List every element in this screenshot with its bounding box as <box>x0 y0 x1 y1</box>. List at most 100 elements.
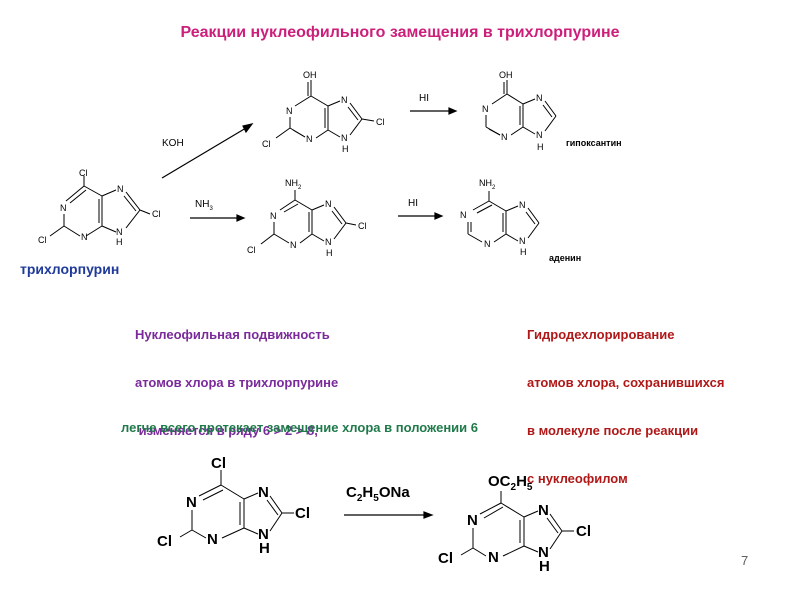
atom-n: N <box>484 239 491 249</box>
atom-n: N <box>460 210 467 220</box>
atom-n: N <box>116 227 123 237</box>
atom-cl: Cl <box>157 533 172 550</box>
arrow-hi-top <box>410 107 458 115</box>
note-line: атомов хлора, сохранившихся <box>527 375 725 390</box>
atom-n: N <box>536 130 543 140</box>
sub-part: 5 <box>527 482 533 493</box>
atom-n: N <box>519 236 526 246</box>
atom-cl: Cl <box>438 550 453 567</box>
atom-n: N <box>60 203 67 213</box>
atom-cl: Cl <box>79 168 88 178</box>
note-line: Гидродехлорирование <box>527 327 675 342</box>
atom-n: N <box>258 526 269 543</box>
note-line: изменяется в ряду 6 > 2 > 8, <box>135 423 318 438</box>
atom-n: N <box>207 531 218 548</box>
label-adenine: аденин <box>549 253 582 263</box>
atom-h: H <box>326 248 333 258</box>
atom-n: N <box>501 132 508 142</box>
sub-part: 2 <box>511 482 517 493</box>
atom-nh2: NH2 <box>479 178 496 191</box>
bottom-reactant-atoms: Cl N N Cl N N H Cl <box>157 455 310 557</box>
atom-nh2: NH2 <box>285 178 302 191</box>
atom-n: N <box>538 502 549 519</box>
note-line: в молекуле после реакции <box>527 423 699 438</box>
trichloropurine-bonds <box>49 176 151 237</box>
note-mobility: Нуклеофильная подвижность атомов хлора в… <box>135 295 338 455</box>
reagent-hi-top: HI <box>419 93 429 104</box>
reagent-hi-mid: HI <box>408 198 418 209</box>
atom-h: H <box>537 142 544 152</box>
atom-cl: Cl <box>576 523 591 540</box>
reagent-koh: KOH <box>162 138 184 149</box>
atom-n: N <box>270 211 277 221</box>
atom-n: N <box>519 200 526 210</box>
atom-n: N <box>488 549 499 566</box>
atom-n: N <box>306 134 313 144</box>
amino-intermediate-bonds <box>260 190 357 245</box>
atom-cl: Cl <box>211 455 226 472</box>
slide-title: Реакции нуклеофильного замещения в трихл… <box>180 24 620 41</box>
adenine-bonds <box>467 191 540 243</box>
reagent-nh3-base: NH <box>195 199 209 210</box>
atom-nh-sub: 2 <box>492 185 496 191</box>
atom-oh: OH <box>303 70 317 80</box>
atom-h: H <box>520 247 527 257</box>
atom-n: N <box>325 199 332 209</box>
atom-n: N <box>258 484 269 501</box>
atom-cl: Cl <box>38 235 47 245</box>
note-hydrodechlorination: Гидродехлорирование атомов хлора, сохран… <box>527 295 724 503</box>
atom-cl: Cl <box>358 221 367 231</box>
atom-nh-sub: 2 <box>298 185 302 191</box>
sub-part: H <box>516 473 527 490</box>
atom-cl: Cl <box>247 245 256 255</box>
atom-n: N <box>117 184 124 194</box>
atom-n: N <box>325 237 332 247</box>
bottom-product-atoms: OC2H5 N N Cl N N H Cl <box>438 473 591 575</box>
sub-part: OC <box>488 473 511 490</box>
bonds <box>49 80 574 557</box>
atom-cl: Cl <box>295 505 310 522</box>
reagent-part: C <box>346 484 357 501</box>
bottom-product-bonds <box>460 491 574 557</box>
reagent-nh3-sub: 3 <box>209 206 213 212</box>
arrows <box>161 107 458 519</box>
adenine-atoms: NH2 N N N N H <box>460 178 527 257</box>
arrow-nh3 <box>190 214 246 222</box>
atom-n: N <box>290 240 297 250</box>
atom-n: N <box>536 93 543 103</box>
atom-n: N <box>467 512 478 529</box>
reagent-part: 5 <box>373 493 379 504</box>
hypoxanthine-bonds <box>485 80 557 136</box>
amino-intermediate-atoms: NH2 N N Cl N N H Cl <box>247 178 367 258</box>
atom-oh: OH <box>499 70 513 80</box>
atom-n: N <box>186 494 197 511</box>
atom-nh: NH <box>479 178 492 188</box>
hydroxy-intermediate-bonds <box>275 80 375 139</box>
note-line: атомов хлора в трихлорпурине <box>135 375 339 390</box>
arrow-koh <box>161 123 254 179</box>
note-line: Нуклеофильная подвижность <box>135 327 330 342</box>
atom-n: N <box>341 133 348 143</box>
trichloropurine-atoms: Cl N N Cl N N H Cl <box>38 168 161 247</box>
page-number: 7 <box>741 553 749 568</box>
atom-nh: NH <box>285 178 298 188</box>
hypoxanthine-atoms: OH N N N N H <box>482 70 544 152</box>
hydroxy-intermediate-atoms: OH N N Cl N N H Cl <box>262 70 385 154</box>
bottom-reactant-bonds <box>179 470 294 539</box>
label-trichloropurine: трихлорпурин <box>20 261 120 277</box>
reagent-nh3: NH3 <box>195 199 213 212</box>
note-position-6: легче всего протекает замещение хлора в … <box>121 420 478 435</box>
atom-h: H <box>116 237 123 247</box>
atom-n: N <box>538 544 549 561</box>
arrow-bottom <box>344 511 434 519</box>
label-hypoxanthine: гипоксантин <box>566 138 622 148</box>
note-line: с нуклеофилом <box>527 471 628 486</box>
atom-cl: Cl <box>152 209 161 219</box>
atom-cl: Cl <box>376 117 385 127</box>
reagent-part: H <box>362 484 373 501</box>
arrow-hi-mid <box>398 212 444 220</box>
reagent-part: 2 <box>357 493 363 504</box>
substituent-oc2h5: OC2H5 <box>488 473 533 493</box>
